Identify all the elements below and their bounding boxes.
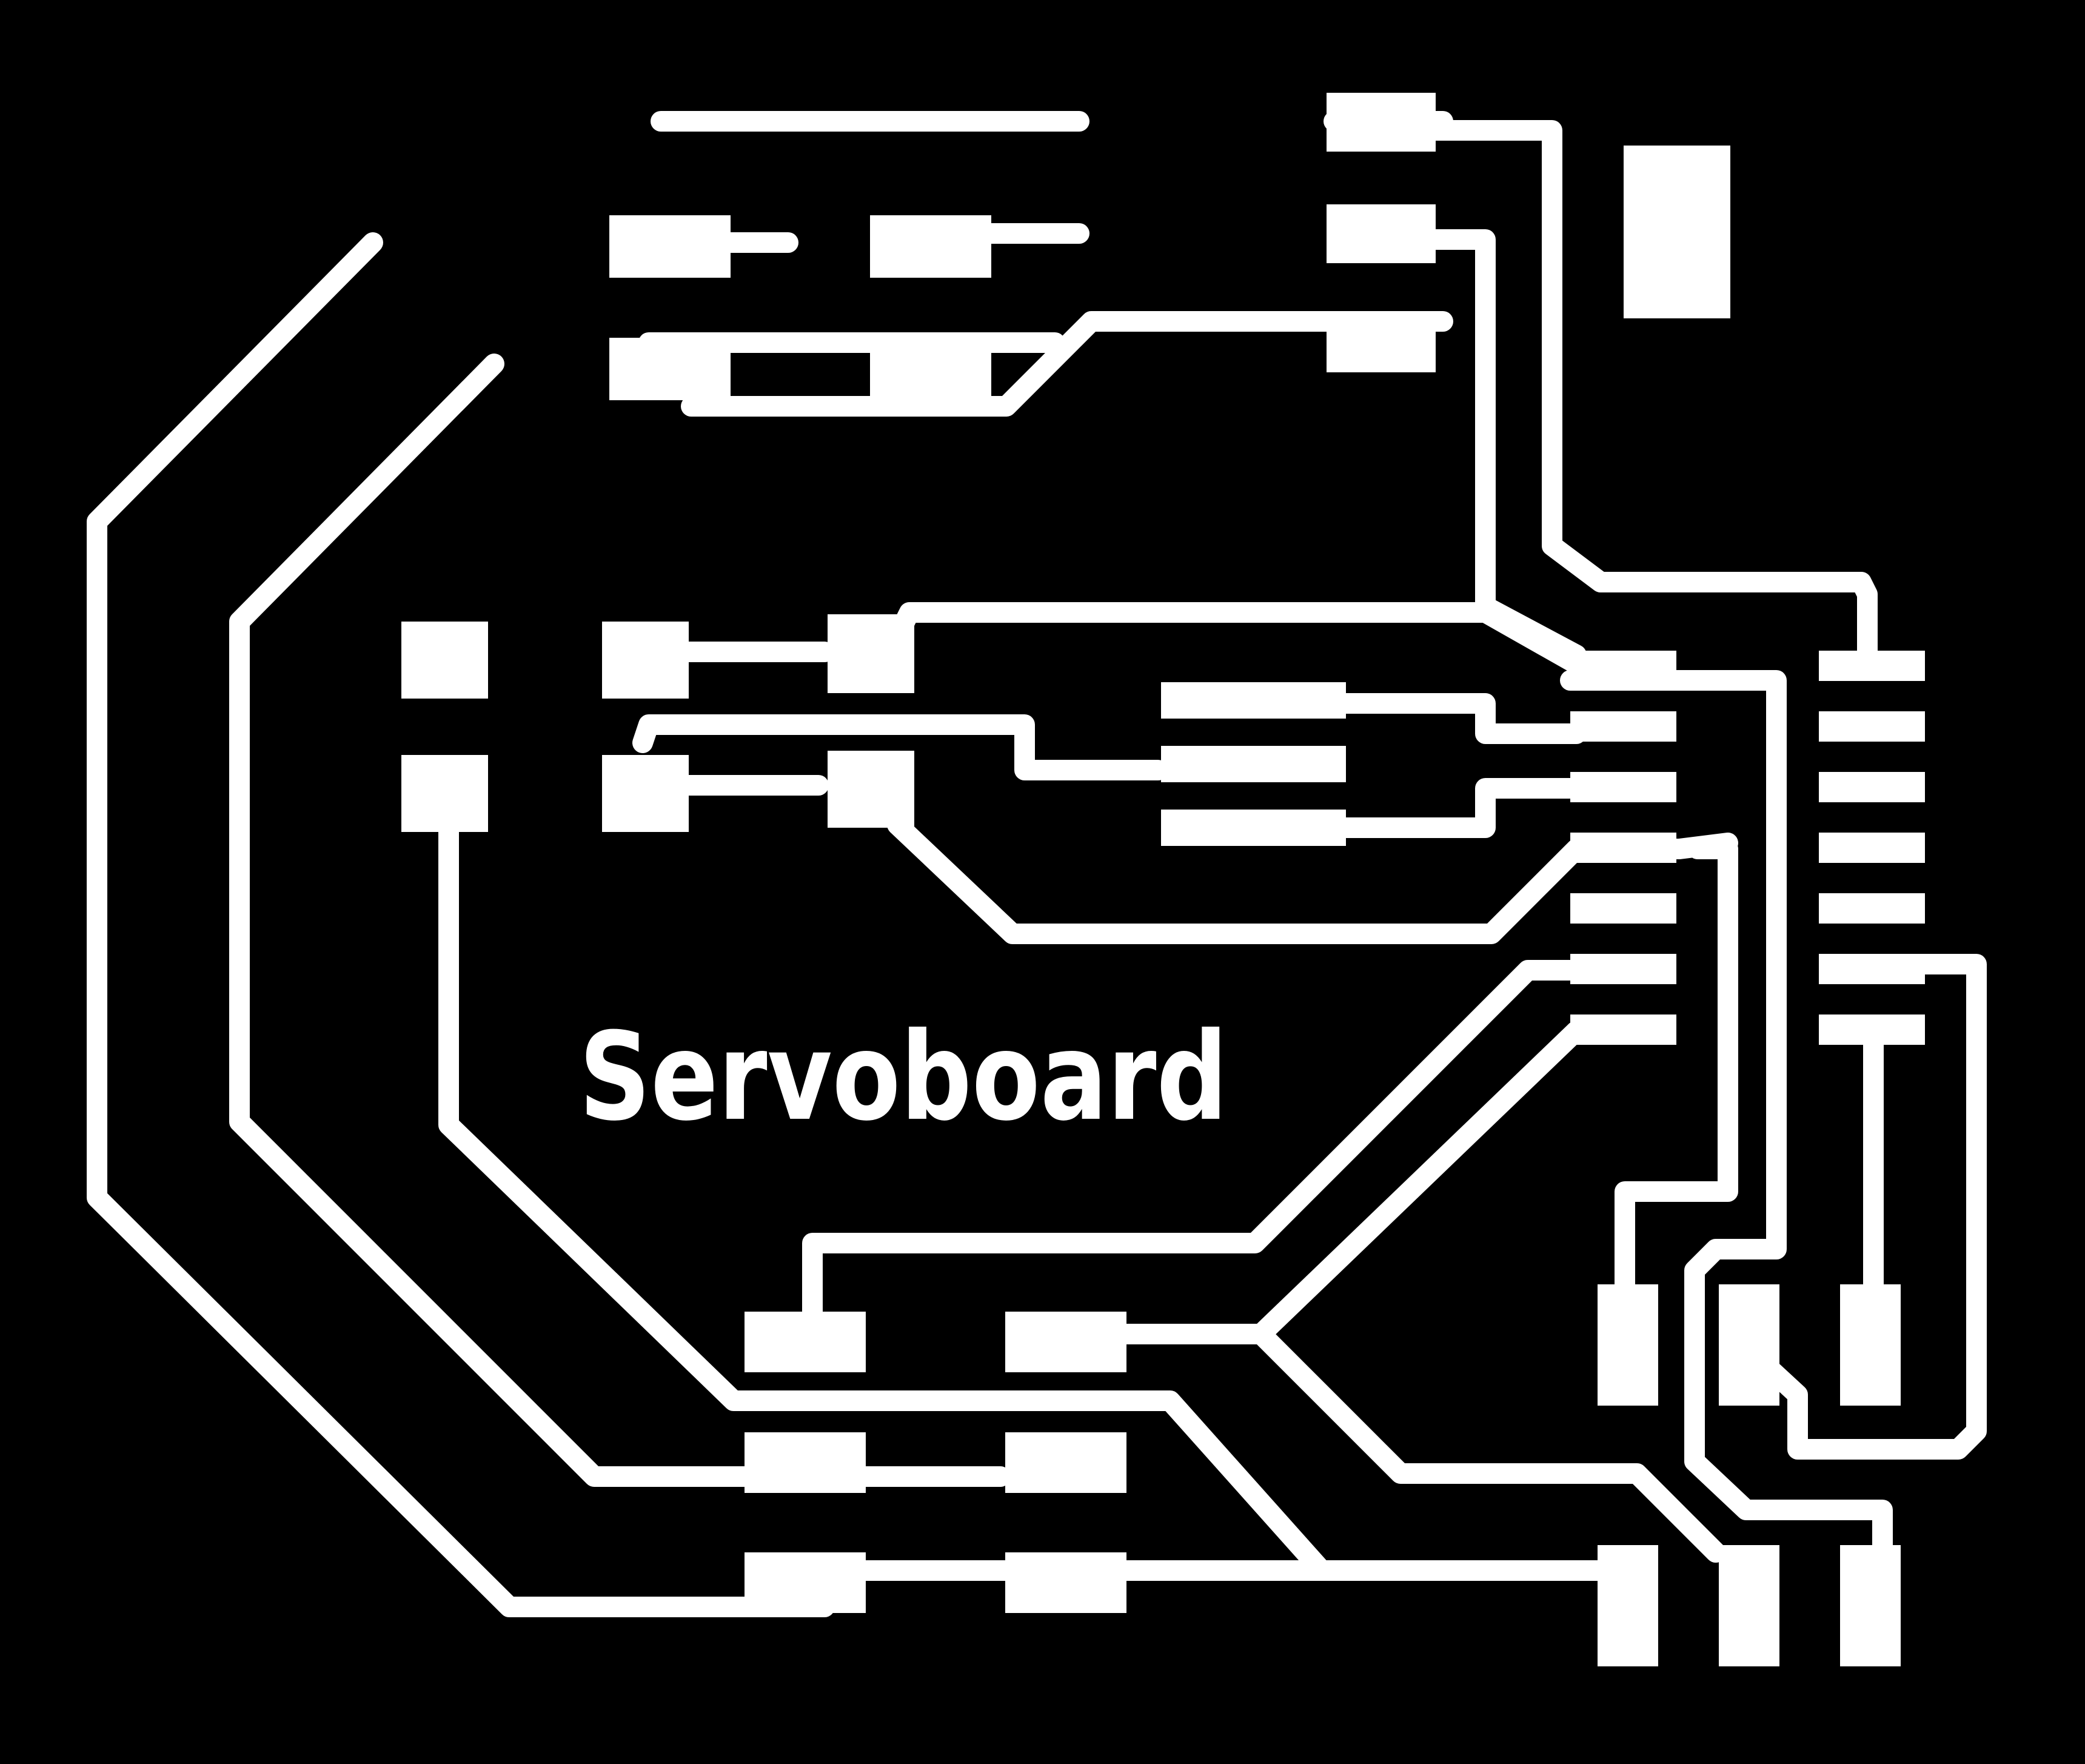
ic-pin <box>1570 833 1676 863</box>
ic-pin <box>1570 893 1676 924</box>
smd-pad <box>828 751 914 828</box>
smd-pad <box>602 755 689 832</box>
ic-pin <box>1819 954 1925 984</box>
smd-pad <box>1005 1432 1126 1493</box>
trace <box>1324 778 1587 838</box>
trace <box>1748 954 1987 1460</box>
trace <box>1251 1324 1726 1563</box>
smd-pad <box>1327 204 1436 263</box>
trace <box>87 232 835 1617</box>
ic-pin <box>1570 1014 1676 1045</box>
smd-pad <box>401 622 488 699</box>
ic-pin <box>1570 711 1676 742</box>
smd-pad <box>745 1312 866 1372</box>
trace <box>438 808 1647 1581</box>
smd-pad <box>1161 746 1346 782</box>
trace <box>229 354 1011 1487</box>
trace <box>632 714 1168 780</box>
ic-pin <box>1819 772 1925 802</box>
smd-pad <box>1624 146 1730 318</box>
smd-pad <box>870 338 991 400</box>
ic-pin <box>1819 711 1925 742</box>
smd-pad <box>1327 93 1436 152</box>
smd-pad <box>609 215 731 278</box>
smd-pad <box>602 622 689 699</box>
ic-pin <box>1819 833 1925 863</box>
trace <box>1378 120 1878 662</box>
ic-pin <box>1570 954 1676 984</box>
header-pin <box>1598 1284 1658 1406</box>
smd-pad <box>745 1552 866 1613</box>
smd-pad <box>1161 682 1346 719</box>
pad-layer <box>401 93 1925 1666</box>
smd-pad <box>870 215 991 278</box>
smd-pad <box>1005 1312 1126 1372</box>
trace <box>1324 693 1587 744</box>
header-pin <box>1719 1284 1779 1406</box>
ic-pin <box>1819 651 1925 681</box>
trace <box>1560 670 1893 1563</box>
trace <box>1615 839 1738 1302</box>
ic-pin <box>1819 1014 1925 1045</box>
header-pin <box>1598 1545 1658 1666</box>
smd-pad <box>1161 810 1346 846</box>
smd-pad <box>609 338 731 400</box>
board-label: Servoboard <box>579 1007 1228 1148</box>
trace <box>681 311 1453 417</box>
smd-pad <box>828 614 914 693</box>
smd-pad <box>745 1432 866 1493</box>
smd-pad <box>1005 1552 1126 1613</box>
ic-pin <box>1570 651 1676 681</box>
smd-pad <box>401 755 488 832</box>
header-pin <box>1840 1284 1901 1406</box>
ic-pin <box>1819 893 1925 924</box>
ic-pin <box>1570 772 1676 802</box>
smd-pad <box>1327 314 1436 372</box>
header-pin <box>1719 1545 1779 1666</box>
header-pin <box>1840 1545 1901 1666</box>
trace <box>802 960 1587 1326</box>
